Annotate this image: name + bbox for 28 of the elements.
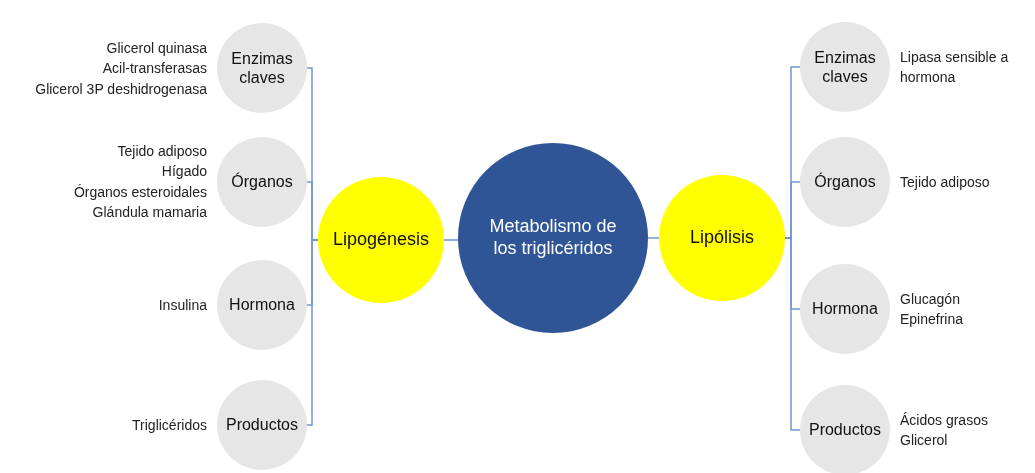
node-label: Órganos bbox=[230, 172, 294, 192]
node-label: Órganos bbox=[813, 172, 877, 192]
node-label: Hormona bbox=[228, 295, 296, 315]
detail-text: Tejido adiposo bbox=[116, 142, 207, 162]
node-label: Enzimas claves bbox=[813, 47, 877, 87]
node-label: Hormona bbox=[811, 299, 879, 319]
detail-text: Lipasa sensible a hormona bbox=[900, 47, 1010, 87]
connector-line bbox=[443, 239, 459, 241]
detail-text: Glicerol 3P deshidrogenasa bbox=[35, 79, 207, 99]
detail-text: Ácidos grasos bbox=[900, 410, 989, 430]
detail-text: Glándula mamaria bbox=[91, 203, 207, 223]
detail-text: Glucagón bbox=[900, 289, 961, 309]
node-label: Lipólisis bbox=[689, 227, 755, 249]
detail-text: Hígado bbox=[160, 162, 207, 182]
detail-text: Órganos esteroidales bbox=[73, 183, 207, 202]
node-label: Productos bbox=[224, 415, 299, 435]
node-label: Enzimas claves bbox=[230, 48, 294, 88]
detail-text: Insulina bbox=[158, 295, 207, 315]
detail-text: Glicerol quinasa bbox=[105, 38, 207, 58]
connector-line bbox=[647, 237, 660, 239]
detail-text: Acil-transferasas bbox=[101, 58, 207, 78]
node-label: Metabolismo de los triglicéridos bbox=[488, 216, 618, 260]
detail-text: Epinefrina bbox=[900, 310, 965, 329]
detail-text: Triglicéridos bbox=[132, 415, 207, 435]
detail-text: Glicerol bbox=[900, 431, 949, 450]
node-label: Productos bbox=[807, 420, 882, 440]
detail-text: Tejido adiposo bbox=[900, 172, 991, 192]
node-label: Lipogénesis bbox=[331, 229, 431, 251]
